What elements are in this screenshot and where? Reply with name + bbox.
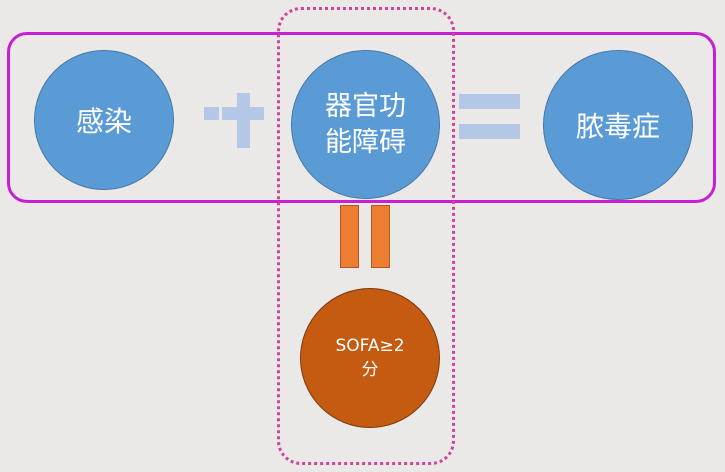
sepsis-circle: 脓毒症 — [543, 50, 693, 200]
plus-sign-vertical — [237, 93, 250, 148]
infection-circle: 感染 — [34, 50, 174, 190]
organ-dysfunction-circle: 器官功 能障碍 — [291, 50, 440, 199]
vertical-equals-right-bar — [371, 205, 390, 268]
sofa-score-circle: SOFA≥2 分 — [300, 288, 440, 428]
organ-dysfunction-label: 器官功 能障碍 — [325, 90, 406, 158]
equals-sign-top-bar — [459, 94, 520, 109]
sepsis-label: 脓毒症 — [575, 110, 660, 143]
infection-label: 感染 — [75, 105, 132, 138]
column-highlight-frame — [277, 7, 455, 465]
plus-sign-left — [204, 107, 219, 120]
vertical-equals-left-bar — [340, 205, 359, 268]
row-highlight-frame — [7, 32, 716, 203]
sofa-score-label: SOFA≥2 分 — [335, 336, 405, 380]
equals-sign-bottom-bar — [459, 124, 520, 139]
